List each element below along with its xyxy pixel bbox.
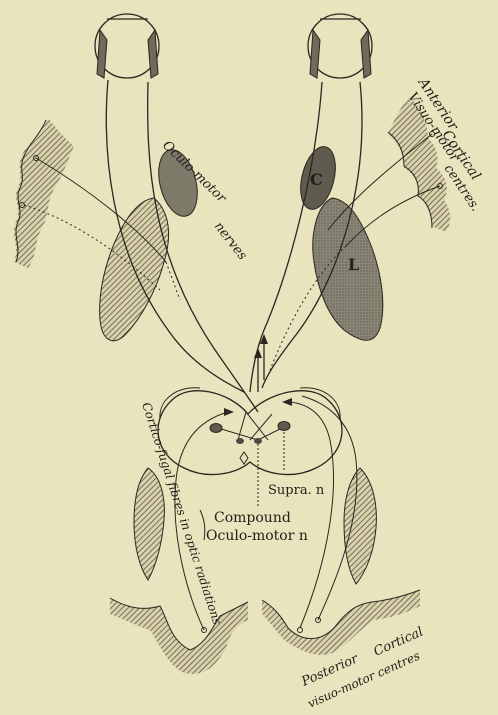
diamond-marker — [240, 452, 248, 464]
left-posterior-cortex — [110, 598, 248, 674]
center-sliver — [200, 510, 205, 540]
supra-label: Supra. n — [268, 483, 325, 498]
compound-label: Compound — [214, 510, 291, 526]
nucleus-c-label: C — [310, 170, 323, 189]
right-lower-region — [344, 468, 376, 584]
oculo-motor-n-label: Oculo-motor n — [206, 528, 308, 544]
nucleus-l-label: L — [348, 255, 359, 274]
nerves-label: nerves — [211, 219, 250, 263]
left-anterior-cortex — [14, 118, 74, 268]
left-lower-region — [134, 468, 164, 580]
right-nucleus — [278, 422, 290, 431]
left-nucleus — [210, 424, 222, 433]
right-eye — [308, 14, 372, 78]
compound-nucleus-left — [236, 438, 244, 444]
left-eye — [95, 14, 159, 78]
compound-nucleus-right — [254, 438, 262, 444]
